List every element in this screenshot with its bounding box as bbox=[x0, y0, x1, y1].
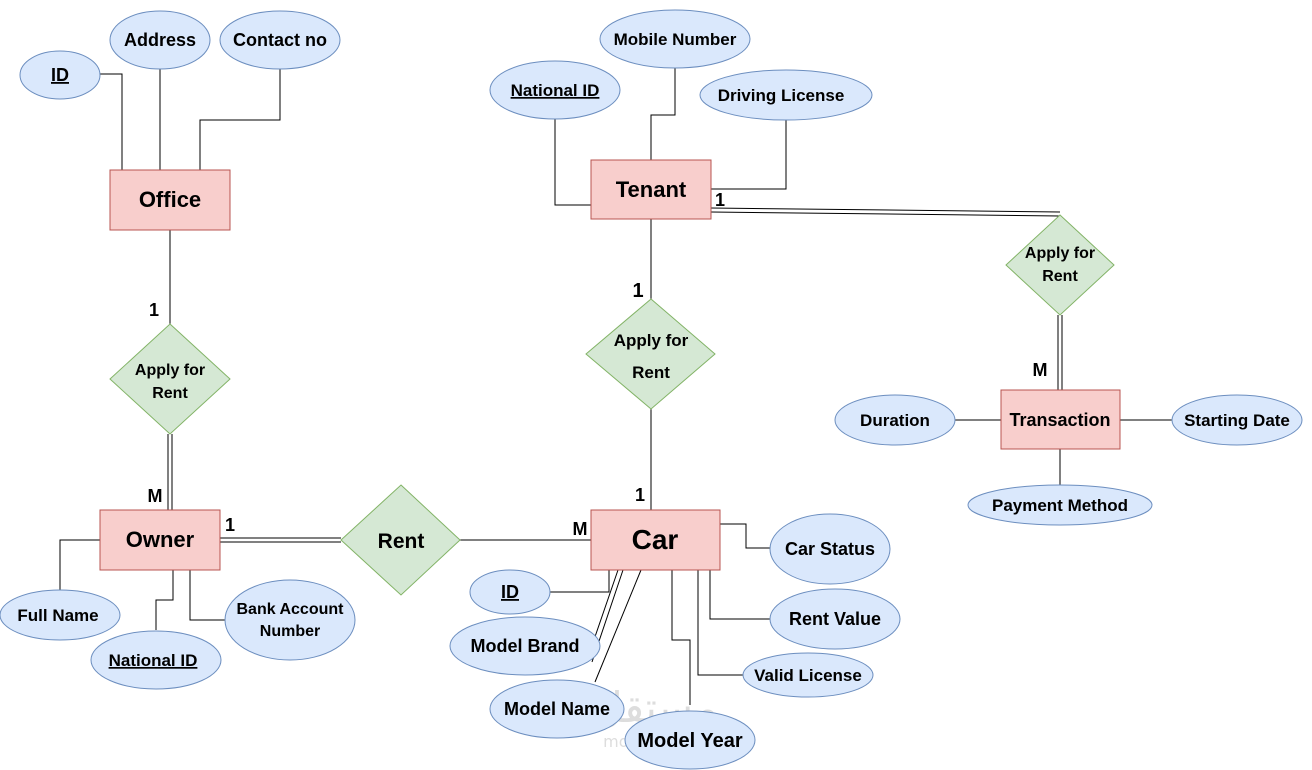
attr-transaction-duration[interactable]: Duration bbox=[834, 394, 956, 446]
svg-text:Car Status: Car Status bbox=[785, 539, 875, 559]
svg-text:Address: Address bbox=[124, 30, 196, 50]
entity-office-label: Office bbox=[139, 187, 201, 212]
attr-car-valid-license[interactable]: Valid License bbox=[742, 652, 874, 698]
entity-transaction-label: Transaction bbox=[1009, 410, 1110, 430]
attr-transaction-starting-date[interactable]: Starting Date bbox=[1171, 394, 1303, 446]
attr-tenant-license[interactable]: Driving License bbox=[699, 69, 873, 121]
entity-office[interactable]: Office bbox=[109, 169, 231, 231]
entity-tenant-label: Tenant bbox=[616, 177, 687, 202]
svg-text:Model Brand: Model Brand bbox=[470, 636, 579, 656]
svg-text:Duration: Duration bbox=[860, 411, 930, 430]
svg-text:Rent: Rent bbox=[632, 363, 670, 382]
entity-car[interactable]: Car bbox=[590, 509, 721, 571]
attr-office-id[interactable]: ID bbox=[19, 50, 101, 100]
svg-text:ID: ID bbox=[51, 65, 69, 85]
rel-office-owner[interactable]: Apply for Rent bbox=[109, 323, 231, 435]
card-trans-rel: M bbox=[1033, 360, 1048, 380]
svg-text:Model Name: Model Name bbox=[504, 699, 610, 719]
svg-text:Valid License: Valid License bbox=[754, 666, 862, 685]
card-owner-rent: 1 bbox=[225, 515, 235, 535]
svg-text:Bank Account: Bank Account bbox=[237, 601, 345, 618]
rel-tenant-car[interactable]: Apply for Rent bbox=[585, 298, 716, 410]
attr-car-model-name[interactable]: Model Name bbox=[489, 679, 625, 739]
svg-text:National ID: National ID bbox=[511, 81, 600, 100]
entity-owner-label: Owner bbox=[126, 527, 195, 552]
entity-owner[interactable]: Owner bbox=[99, 509, 221, 571]
rel-tenant-transaction[interactable]: Apply for Rent bbox=[1005, 214, 1115, 316]
svg-text:Full Name: Full Name bbox=[17, 606, 98, 625]
svg-text:Payment Method: Payment Method bbox=[992, 496, 1128, 515]
svg-text:National ID: National ID bbox=[109, 651, 198, 670]
card-owner-rel: M bbox=[148, 486, 163, 506]
attr-car-id[interactable]: ID bbox=[469, 569, 551, 615]
svg-text:Apply for: Apply for bbox=[135, 362, 205, 379]
attr-owner-full-name[interactable]: Full Name bbox=[0, 589, 121, 641]
card-office-rel: 1 bbox=[149, 300, 159, 320]
attr-office-contact[interactable]: Contact no bbox=[219, 10, 341, 70]
svg-text:Apply for: Apply for bbox=[1025, 245, 1095, 262]
svg-text:Mobile Number: Mobile Number bbox=[614, 30, 737, 49]
attr-tenant-mobile[interactable]: Mobile Number bbox=[599, 9, 751, 69]
cardinality-labels: 1 M 1 M 1 1 1 M bbox=[148, 190, 1048, 539]
attr-tenant-national-id[interactable]: National ID bbox=[489, 60, 621, 120]
svg-text:Number: Number bbox=[260, 623, 320, 640]
attr-car-rent-value[interactable]: Rent Value bbox=[769, 588, 901, 650]
svg-text:Rent: Rent bbox=[1042, 268, 1078, 285]
svg-text:Driving License: Driving License bbox=[718, 86, 845, 105]
entity-transaction[interactable]: Transaction bbox=[1000, 389, 1121, 450]
card-car-rel: 1 bbox=[635, 485, 645, 505]
svg-text:Starting Date: Starting Date bbox=[1184, 411, 1290, 430]
entity-car-label: Car bbox=[632, 524, 679, 555]
attr-car-model-year[interactable]: Model Year bbox=[624, 710, 756, 770]
svg-text:Rent: Rent bbox=[378, 530, 425, 553]
svg-text:Contact no: Contact no bbox=[233, 30, 327, 50]
attr-transaction-payment[interactable]: Payment Method bbox=[967, 484, 1153, 526]
attr-car-model-brand[interactable]: Model Brand bbox=[449, 616, 601, 676]
svg-text:Rent Value: Rent Value bbox=[789, 609, 881, 629]
attr-owner-national-id[interactable]: National ID bbox=[90, 630, 222, 690]
svg-text:Model Year: Model Year bbox=[637, 730, 742, 752]
card-car-rent: M bbox=[573, 519, 588, 539]
svg-text:Rent: Rent bbox=[152, 385, 188, 402]
attr-owner-bank-account[interactable]: Bank Account Number bbox=[224, 579, 356, 661]
svg-text:Apply for: Apply for bbox=[614, 331, 689, 350]
attr-office-address[interactable]: Address bbox=[109, 10, 211, 70]
attr-car-status[interactable]: Car Status bbox=[769, 513, 891, 585]
svg-text:ID: ID bbox=[501, 582, 519, 602]
card-tenant-rel: 1 bbox=[632, 280, 643, 302]
entity-tenant[interactable]: Tenant bbox=[590, 159, 712, 220]
rel-owner-car-rent[interactable]: Rent bbox=[340, 484, 461, 596]
card-tenant-trans: 1 bbox=[715, 190, 725, 210]
